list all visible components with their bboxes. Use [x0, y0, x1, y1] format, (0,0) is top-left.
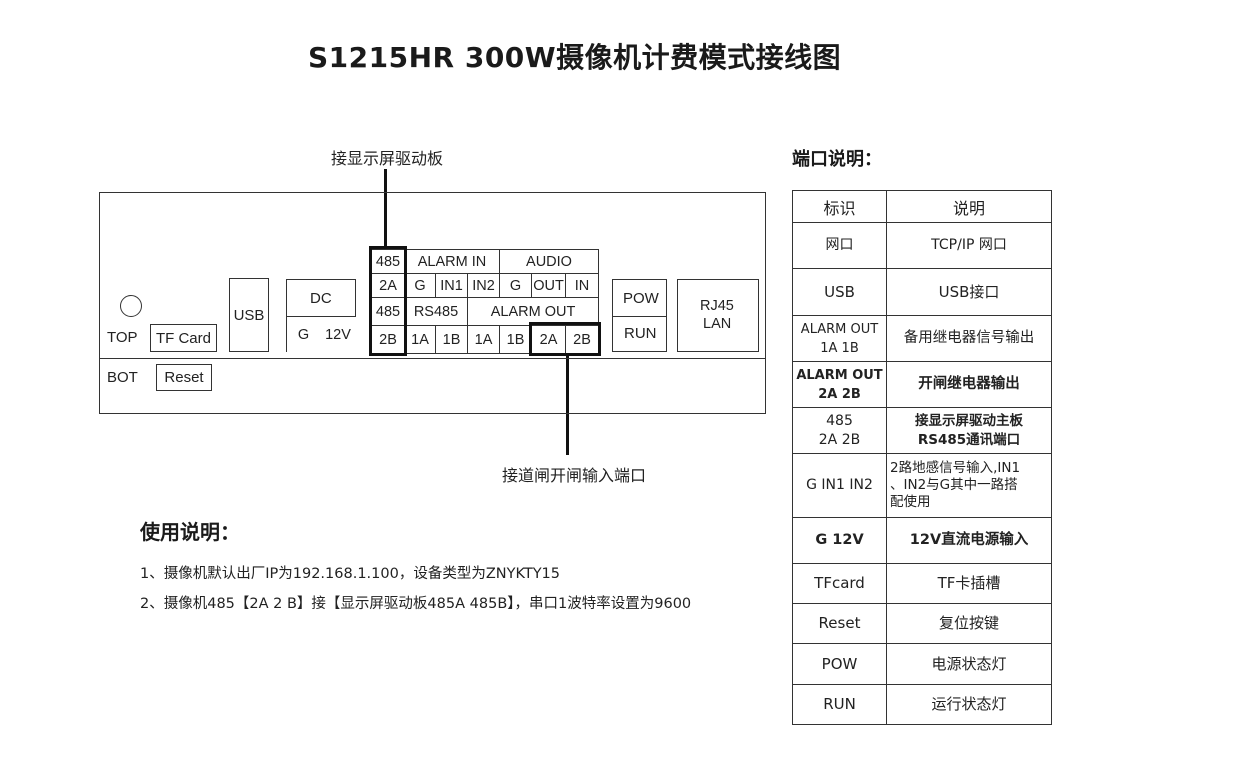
row-id: Reset — [792, 603, 887, 644]
row-id: TFcard — [792, 563, 887, 604]
usage-heading: 使用说明： — [140, 520, 240, 544]
row-id: 485 2A 2B — [792, 407, 887, 454]
lan-label: LAN — [703, 316, 732, 332]
row-desc: TF卡插槽 — [886, 563, 1052, 604]
dc-g-terminal[interactable]: G — [287, 316, 321, 352]
table-row: Reset 复位按键 — [792, 603, 1052, 644]
header-desc: 说明 — [886, 190, 1052, 223]
row-desc: 复位按键 — [886, 603, 1052, 644]
led-divider — [613, 316, 666, 317]
callout-barrier-gate: 接道闸开闸输入端口 — [502, 466, 647, 485]
alarm-in-in2-terminal[interactable]: IN2 — [467, 273, 500, 298]
row-desc: 运行状态灯 — [886, 684, 1052, 725]
row-id: USB — [792, 268, 887, 316]
panel-divider — [100, 358, 765, 359]
dc-power-block: DC G 12V — [286, 279, 356, 352]
alarm-out-1a-terminal[interactable]: 1A — [467, 325, 500, 354]
table-header-row: 标识 说明 — [792, 190, 1052, 223]
alarm-in-in1-terminal[interactable]: IN1 — [435, 273, 468, 298]
row-id: G 12V — [792, 517, 887, 564]
table-row: ALARM OUT 2A 2B 开闸继电器输出 — [792, 361, 1052, 408]
dc-label: DC — [310, 290, 332, 307]
row-id: G IN1 IN2 — [792, 453, 887, 518]
table-row: 网口 TCP/IP 网口 — [792, 222, 1052, 269]
alarm-out-2-highlight-frame — [529, 322, 601, 356]
rs485-header: RS485 — [404, 297, 468, 326]
reset-button[interactable]: Reset — [156, 364, 212, 391]
row-desc: 接显示屏驱动主板 RS485通讯端口 — [886, 407, 1052, 454]
port-table: 标识 说明 网口 TCP/IP 网口 USB USB接口 ALARM OUT 1… — [792, 190, 1052, 725]
rj45-label: RJ45 — [700, 298, 734, 314]
run-led-label: RUN — [624, 325, 657, 342]
table-row: G 12V 12V直流电源输入 — [792, 517, 1052, 564]
row-desc: USB接口 — [886, 268, 1052, 316]
row-id: ALARM OUT 2A 2B — [792, 361, 887, 408]
row-desc: 2路地感信号输入,IN1 、IN2与G其中一路搭 配使用 — [886, 453, 1052, 518]
wire-to-barrier-gate — [566, 352, 569, 455]
alarm-out-2a-terminal[interactable]: 2A — [531, 325, 566, 354]
rs485-1b-terminal[interactable]: 1B — [435, 325, 468, 354]
rs485-1a-terminal[interactable]: 1A — [404, 325, 436, 354]
device-rear-panel: TOP TF Card BOT Reset USB DC G 12V 485 A… — [99, 192, 766, 414]
table-row: ALARM OUT 1A 1B 备用继电器信号输出 — [792, 315, 1052, 362]
table-row: 485 2A 2B 接显示屏驱动主板 RS485通讯端口 — [792, 407, 1052, 454]
port-table-heading: 端口说明： — [792, 149, 882, 170]
top-label: TOP — [107, 329, 138, 346]
table-row: TFcard TF卡插槽 — [792, 563, 1052, 604]
page-title: S1215HR 300W摄像机计费模式接线图 — [308, 41, 842, 74]
indicator-circle-icon — [120, 295, 142, 317]
wire-to-display-driver — [384, 169, 387, 246]
usage-line-2: 2、摄像机485【2A 2 B】接【显示屏驱动板485A 485B】，串口1波特… — [140, 596, 692, 612]
alarm-in-header: ALARM IN — [404, 249, 500, 274]
bot-label: BOT — [107, 369, 138, 386]
table-row: USB USB接口 — [792, 268, 1052, 316]
tf-card-slot[interactable]: TF Card — [150, 324, 217, 352]
header-id: 标识 — [792, 190, 887, 223]
usage-line-1: 1、摄像机默认出厂IP为192.168.1.100，设备类型为ZNYKTY15 — [140, 566, 561, 582]
alarm-out-1b-terminal[interactable]: 1B — [499, 325, 532, 354]
pow-led-label: POW — [623, 290, 659, 307]
row-desc: TCP/IP 网口 — [886, 222, 1052, 269]
callout-display-driver: 接显示屏驱动板 — [331, 149, 444, 168]
table-row: POW 电源状态灯 — [792, 643, 1052, 685]
usb-port[interactable]: USB — [229, 278, 269, 352]
status-led-block: POW RUN — [612, 279, 667, 352]
dc-12v-terminal[interactable]: 12V — [320, 316, 356, 352]
row-id: ALARM OUT 1A 1B — [792, 315, 887, 362]
row-id: 网口 — [792, 222, 887, 269]
alarm-out-2b-terminal[interactable]: 2B — [565, 325, 599, 354]
row-desc: 12V直流电源输入 — [886, 517, 1052, 564]
row-id: RUN — [792, 684, 887, 725]
row-desc: 备用继电器信号输出 — [886, 315, 1052, 362]
rs485-highlight-frame — [369, 246, 407, 356]
audio-g-terminal[interactable]: G — [499, 273, 532, 298]
audio-in-terminal[interactable]: IN — [565, 273, 599, 298]
audio-header: AUDIO — [499, 249, 599, 274]
table-row: G IN1 IN2 2路地感信号输入,IN1 、IN2与G其中一路搭 配使用 — [792, 453, 1052, 518]
row-id: POW — [792, 643, 887, 685]
rj45-lan-port[interactable]: RJ45 LAN — [677, 279, 759, 352]
row-desc: 电源状态灯 — [886, 643, 1052, 685]
alarm-in-g-terminal[interactable]: G — [404, 273, 436, 298]
audio-out-terminal[interactable]: OUT — [531, 273, 566, 298]
row-desc: 开闸继电器输出 — [886, 361, 1052, 408]
alarm-out-header: ALARM OUT — [467, 297, 599, 326]
table-row: RUN 运行状态灯 — [792, 684, 1052, 725]
